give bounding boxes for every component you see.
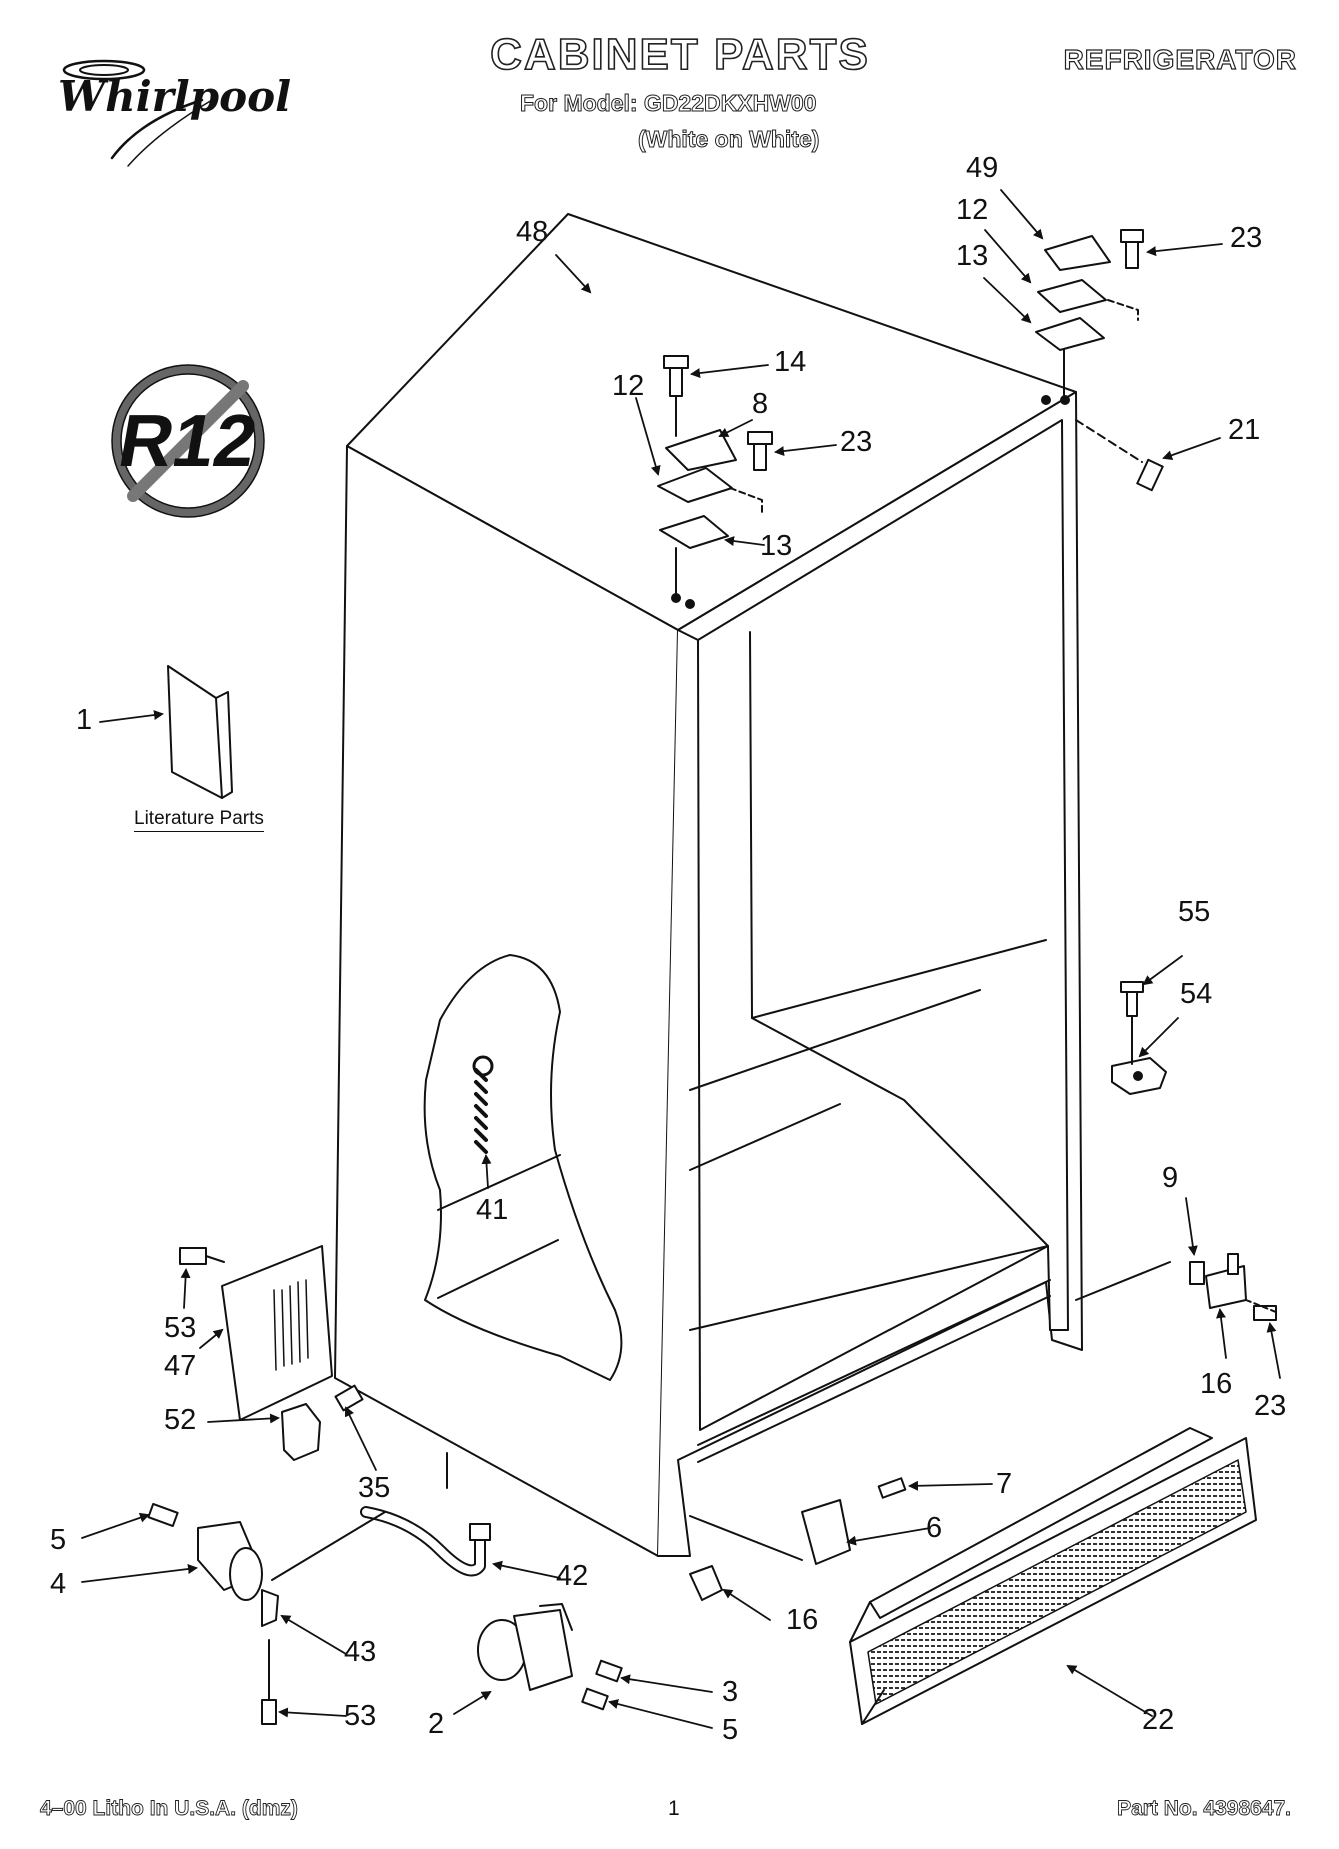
- callout-13: 13: [956, 240, 989, 272]
- callout-53: 53: [164, 1312, 197, 1344]
- callout-53: 53: [344, 1700, 377, 1732]
- callout-5: 5: [722, 1714, 739, 1746]
- clamp-clip-part: [281, 1384, 364, 1461]
- model-number: For Model: GD22DKXHW00: [519, 90, 817, 117]
- product-category: REFRIGERATOR: [1063, 43, 1297, 75]
- callout-43: 43: [344, 1636, 377, 1668]
- callout-4: 4: [50, 1568, 67, 1600]
- whirlpool-logo-text: Whirlpool: [58, 72, 292, 121]
- fill-tube-coil-part: [472, 1055, 494, 1154]
- callout-3: 3: [722, 1676, 739, 1708]
- callout-23: 23: [1230, 222, 1263, 254]
- callout-21: 21: [1228, 414, 1261, 446]
- upper-right-hinge-part: [1035, 229, 1144, 405]
- callout-47: 47: [164, 1350, 197, 1382]
- r12-badge-text: R12: [112, 399, 264, 482]
- footer-page-number: 1: [668, 1797, 680, 1820]
- drain-hose-part: [271, 1506, 491, 1581]
- callout-22: 22: [1142, 1704, 1175, 1736]
- callout-48: 48: [516, 216, 549, 248]
- callout-16: 16: [786, 1604, 819, 1636]
- callout-55: 55: [1178, 896, 1211, 928]
- callout-2: 2: [428, 1708, 445, 1740]
- no-r12-badge-icon: [111, 364, 265, 518]
- callout-12: 12: [612, 370, 645, 402]
- callout-13: 13: [760, 530, 793, 562]
- whirlpool-swirl-icon: [62, 59, 213, 167]
- callout-8: 8: [752, 388, 769, 420]
- hinge-pin-part: [1075, 419, 1164, 492]
- door-latch-part: [689, 1477, 907, 1601]
- callout-leader-lines: [81, 189, 1281, 1729]
- upper-center-hinge-part: [657, 355, 773, 609]
- right-leveling-bracket-part: [1075, 1253, 1277, 1321]
- footer-print-info: 4–00 Litho In U.S.A. (dmz): [40, 1797, 299, 1821]
- callout-23: 23: [1254, 1390, 1287, 1422]
- callout-14: 14: [774, 346, 807, 378]
- literature-parts-label: Literature Parts: [134, 808, 264, 832]
- rear-access-panel-part: [179, 1245, 333, 1421]
- callout-7: 7: [996, 1468, 1013, 1500]
- callout-16: 16: [1200, 1368, 1233, 1400]
- callout-6: 6: [926, 1512, 943, 1544]
- callout-12: 12: [956, 194, 989, 226]
- callout-42: 42: [556, 1560, 589, 1592]
- front-roller-part: [147, 1502, 279, 1725]
- callout-1: 1: [76, 704, 93, 736]
- callout-41: 41: [476, 1194, 509, 1226]
- page-title: CABINET PARTS: [489, 29, 870, 80]
- literature-booklet-part: [167, 665, 233, 799]
- model-color: (White on White): [637, 126, 820, 153]
- callout-23: 23: [840, 426, 873, 458]
- callout-9: 9: [1162, 1162, 1179, 1194]
- footer-part-number: Part No. 4398647.: [1117, 1797, 1292, 1821]
- side-bracket-part: [1111, 981, 1167, 1095]
- toe-grille-part: [849, 1427, 1257, 1725]
- callout-49: 49: [966, 152, 999, 184]
- callout-5: 5: [50, 1524, 67, 1556]
- front-leveling-leg-part: [477, 1603, 623, 1711]
- callout-52: 52: [164, 1404, 197, 1436]
- callout-54: 54: [1180, 978, 1213, 1010]
- callout-35: 35: [358, 1472, 391, 1504]
- cabinet-shell-part: [334, 213, 1083, 1557]
